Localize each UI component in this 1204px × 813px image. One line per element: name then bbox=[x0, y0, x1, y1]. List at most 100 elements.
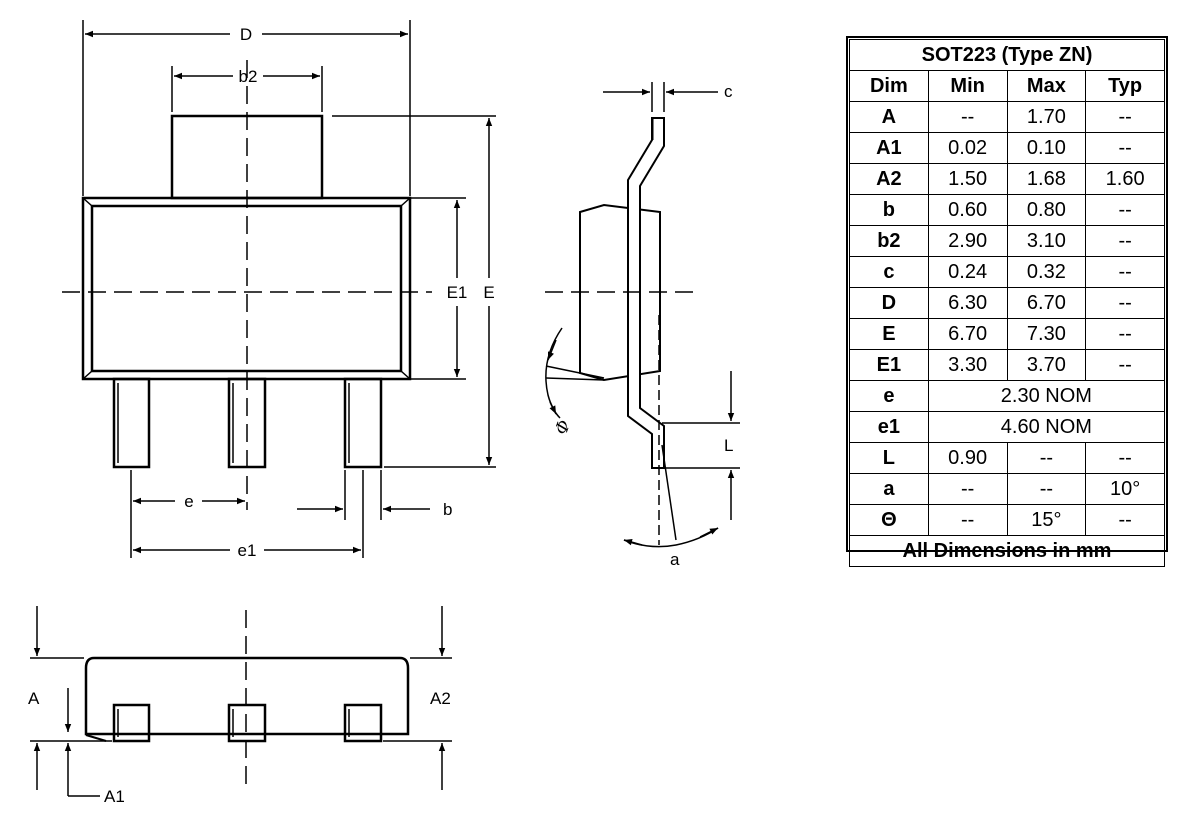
table-footer: All Dimensions in mm bbox=[849, 535, 1165, 567]
table-cell-max: 0.32 bbox=[1006, 256, 1087, 288]
table-cell-typ: -- bbox=[1085, 442, 1165, 474]
table-cell-nominal: 2.30 NOM bbox=[927, 380, 1166, 412]
table-cell-min: 0.24 bbox=[927, 256, 1008, 288]
table-cell-dim: E bbox=[849, 318, 929, 350]
table-cell-min: 6.70 bbox=[927, 318, 1008, 350]
table-cell-dim: Θ bbox=[849, 504, 929, 536]
table-cell-max: 0.80 bbox=[1006, 194, 1087, 226]
front-lead-middle bbox=[227, 703, 267, 743]
label-b: b bbox=[443, 500, 452, 519]
table-row: Θ--15°-- bbox=[849, 504, 1165, 536]
front-body-outline bbox=[84, 656, 410, 736]
label-D: D bbox=[240, 25, 252, 44]
table-cell-max: 3.10 bbox=[1006, 225, 1087, 257]
table-cell-typ: -- bbox=[1085, 504, 1165, 536]
table-cell-max: 1.70 bbox=[1006, 101, 1087, 133]
table-cell-min: -- bbox=[927, 101, 1008, 133]
table-cell-typ: -- bbox=[1085, 132, 1165, 164]
label-e: e bbox=[184, 492, 193, 511]
label-e1: e1 bbox=[238, 541, 257, 560]
table-row: A--1.70-- bbox=[849, 101, 1165, 133]
table-title: SOT223 (Type ZN) bbox=[849, 39, 1165, 71]
table-cell-min: -- bbox=[927, 473, 1008, 505]
table-cell-dim: A bbox=[849, 101, 929, 133]
table-cell-dim: b bbox=[849, 194, 929, 226]
table-cell-max: 1.68 bbox=[1006, 163, 1087, 195]
table-cell-dim: a bbox=[849, 473, 929, 505]
header-min: Min bbox=[927, 70, 1008, 102]
table-cell-min: 2.90 bbox=[927, 225, 1008, 257]
table-cell-max: -- bbox=[1006, 473, 1087, 505]
header-typ: Typ bbox=[1085, 70, 1165, 102]
label-E: E bbox=[483, 283, 494, 302]
dimension-table: SOT223 (Type ZN) Dim Min Max Typ A--1.70… bbox=[846, 36, 1168, 567]
lead-left bbox=[112, 377, 151, 469]
table-cell-typ: 10° bbox=[1085, 473, 1165, 505]
table-cell-nominal: 4.60 NOM bbox=[927, 411, 1166, 443]
label-A: A bbox=[28, 689, 40, 708]
table-cell-min: 0.60 bbox=[927, 194, 1008, 226]
dimension-table-grid: SOT223 (Type ZN) Dim Min Max Typ A--1.70… bbox=[849, 39, 1166, 567]
table-cell-min: 1.50 bbox=[927, 163, 1008, 195]
side-body-outline bbox=[579, 203, 661, 382]
table-cell-typ: -- bbox=[1085, 318, 1165, 350]
table-cell-dim: E1 bbox=[849, 349, 929, 381]
table-cell-typ: -- bbox=[1085, 101, 1165, 133]
table-cell-min: 6.30 bbox=[927, 287, 1008, 319]
table-cell-dim: b2 bbox=[849, 225, 929, 257]
label-E1: E1 bbox=[447, 283, 468, 302]
table-cell-dim: A2 bbox=[849, 163, 929, 195]
table-row: a----10° bbox=[849, 473, 1165, 505]
lead-right bbox=[343, 377, 383, 469]
label-a: a bbox=[670, 550, 680, 569]
table-cell-typ: -- bbox=[1085, 287, 1165, 319]
table-cell-min: -- bbox=[927, 504, 1008, 536]
label-A1: A1 bbox=[104, 787, 125, 806]
table-cell-dim: L bbox=[849, 442, 929, 474]
table-cell-max: 15° bbox=[1006, 504, 1087, 536]
table-cell-typ: 1.60 bbox=[1085, 163, 1165, 195]
label-phi: Φ bbox=[551, 417, 575, 437]
table-cell-typ: -- bbox=[1085, 194, 1165, 226]
side-lead bbox=[627, 117, 665, 469]
header-max: Max bbox=[1006, 70, 1087, 102]
table-cell-typ: -- bbox=[1085, 256, 1165, 288]
table-cell-dim: c bbox=[849, 256, 929, 288]
table-cell-max: -- bbox=[1006, 442, 1087, 474]
front-lead-left bbox=[112, 703, 151, 743]
top-view bbox=[62, 20, 496, 558]
label-L: L bbox=[724, 436, 733, 455]
table-cell-typ: -- bbox=[1085, 349, 1165, 381]
table-cell-max: 0.10 bbox=[1006, 132, 1087, 164]
table-cell-dim: A1 bbox=[849, 132, 929, 164]
label-b2: b2 bbox=[239, 67, 258, 86]
table-cell-typ: -- bbox=[1085, 225, 1165, 257]
table-cell-dim: e bbox=[849, 380, 929, 412]
table-cell-dim: D bbox=[849, 287, 929, 319]
table-cell-max: 6.70 bbox=[1006, 287, 1087, 319]
header-dim: Dim bbox=[849, 70, 929, 102]
label-A2: A2 bbox=[430, 689, 451, 708]
table-cell-max: 7.30 bbox=[1006, 318, 1087, 350]
front-view bbox=[30, 606, 452, 797]
table-cell-min: 3.30 bbox=[927, 349, 1008, 381]
table-cell-min: 0.90 bbox=[927, 442, 1008, 474]
label-c: c bbox=[724, 82, 733, 101]
table-header-row: Dim Min Max Typ bbox=[849, 70, 1165, 102]
side-view bbox=[545, 82, 740, 548]
front-lead-right bbox=[343, 703, 383, 743]
table-cell-min: 0.02 bbox=[927, 132, 1008, 164]
